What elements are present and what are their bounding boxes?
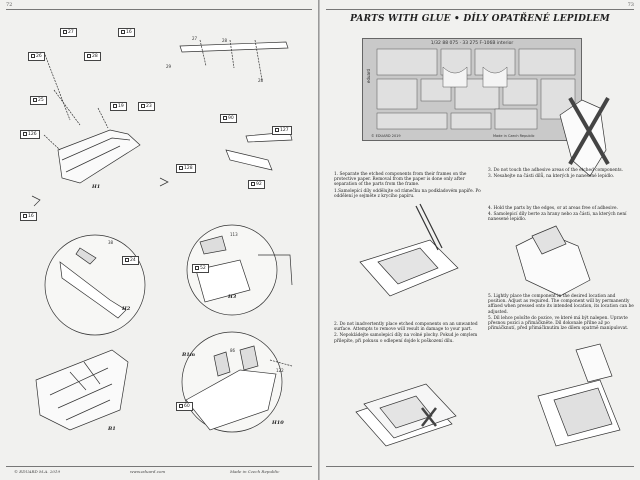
callout-part: 23 (138, 102, 155, 111)
part-number: 113 (230, 232, 238, 237)
part-number: 28 (222, 38, 228, 43)
left-page: 72 (0, 0, 319, 480)
step-text-cz: 4. Samolepicí díly berte za hrany nebo z… (488, 212, 627, 223)
step-text-cz: 5. Díl lehce položte do pozice, ve které… (488, 315, 629, 332)
part-number: 38 (108, 240, 114, 245)
callout-part: 28 (84, 52, 101, 61)
fret-copyright: © EDUARD 2019 (371, 134, 401, 138)
do-not-touch-cross-icon (566, 96, 612, 166)
top-rule (6, 9, 312, 10)
website-footer: www.eduard.com (130, 469, 166, 474)
checkbox-icon (195, 265, 199, 270)
right-page-number: 73 (627, 2, 634, 8)
illustrations (355, 99, 621, 447)
part-number: 28 (258, 78, 264, 83)
callout-part: 92 (248, 180, 265, 189)
callout-part: 25 (30, 96, 47, 105)
fret-header: 1/32 88 075 · 33 275 F-106B interior (430, 41, 514, 46)
callout-part: 90 (220, 114, 237, 123)
checkbox-icon (87, 53, 91, 58)
assembly-label: H10 (272, 420, 284, 426)
assembly-label: H2 (122, 306, 131, 312)
wrong-placement-cross-icon (420, 406, 438, 428)
right-page: 73 PARTS WITH GLUE • DÍLY OPATŘENÉ LEPID… (320, 0, 640, 480)
made-in-footer: Made in Czech Republic (230, 469, 280, 474)
checkbox-icon (33, 97, 37, 102)
assembly-label: B1 (108, 426, 116, 432)
callout-part: 126 (20, 130, 40, 139)
instruction-step-4: 4. Hold the parts by the edges, or at ar… (488, 206, 634, 224)
bottom-rule (326, 466, 634, 467)
callout-part: 16 (20, 212, 37, 221)
checkbox-icon (63, 29, 67, 34)
callout-part: 60 (176, 402, 193, 411)
detail-circle-h2 (44, 234, 146, 336)
step-text-cz: 3. Nesahejte na části dílů, na kterých j… (488, 174, 615, 180)
callout-part: 128 (176, 164, 196, 173)
callout-part: 16 (118, 28, 135, 37)
callout-part: 19 (110, 102, 127, 111)
callout-part: 52 (192, 264, 209, 273)
step-text-en: 2. Do not inadvertently place etched com… (334, 322, 478, 333)
step-text-en: 4. Hold the parts by the edges, or at ar… (488, 206, 618, 211)
instruction-step-2: 2. Do not inadvertently place etched com… (334, 322, 484, 345)
part-number: 29 (166, 64, 172, 69)
assembly-label: H3 (228, 294, 237, 300)
top-rule (326, 9, 634, 10)
step-text-en: 5. Lightly place the component in the de… (488, 294, 634, 315)
part-number: 122 (276, 368, 284, 373)
checkbox-icon (113, 103, 117, 108)
checkbox-icon (23, 213, 27, 218)
instruction-step-3: 3. Do not touch the adhesive areas of th… (488, 168, 634, 180)
callout-part: 127 (272, 126, 292, 135)
checkbox-icon (179, 403, 183, 408)
checkbox-icon (141, 103, 145, 108)
copyright-footer: © EDUARD M.A. 2019 (14, 469, 61, 474)
step-text-cz: 2. Nepokládejte samolepicí díly na volné… (334, 333, 478, 344)
assembly-drawings (31, 39, 293, 433)
instruction-step-5: 5. Lightly place the component in the de… (488, 294, 634, 332)
cockpit-tub-b1 (35, 349, 129, 431)
part-number: 27 (192, 36, 198, 41)
step-text-cz: 1.Samolepící díly oddělujte od rámečku n… (334, 188, 481, 199)
checkbox-icon (251, 181, 255, 186)
checkbox-icon (125, 257, 129, 262)
checkbox-icon (23, 131, 27, 136)
checkbox-icon (31, 53, 35, 58)
assembly-label: H1 (92, 184, 101, 190)
left-page-number: 72 (6, 2, 13, 8)
checkbox-icon (223, 115, 227, 120)
step-text-en: 3. Do not touch the adhesive areas of th… (488, 168, 623, 173)
checkbox-icon (179, 165, 183, 170)
checkbox-icon (121, 29, 125, 34)
canopy-frame-h1 (57, 129, 141, 184)
page-title: PARTS WITH GLUE • DÍLY OPATŘENÉ LEPIDLEM (350, 14, 610, 24)
tweezers (415, 205, 439, 251)
callout-part: 27 (60, 28, 77, 37)
assembly-label: B1m (182, 352, 195, 358)
fret-made-in: Made in Czech Republic (493, 134, 535, 138)
part-strip (179, 41, 289, 53)
checkbox-icon (275, 127, 279, 132)
part-number: 86 (230, 348, 236, 353)
step-text-en: 1. Separate the etched components from t… (334, 172, 467, 188)
bottom-rule (6, 466, 312, 467)
callout-part: 24 (122, 256, 139, 265)
callout-part: 26 (28, 52, 45, 61)
instruction-step-1: 1. Separate the etched components from t… (334, 172, 484, 200)
side-panel-part (225, 149, 273, 171)
